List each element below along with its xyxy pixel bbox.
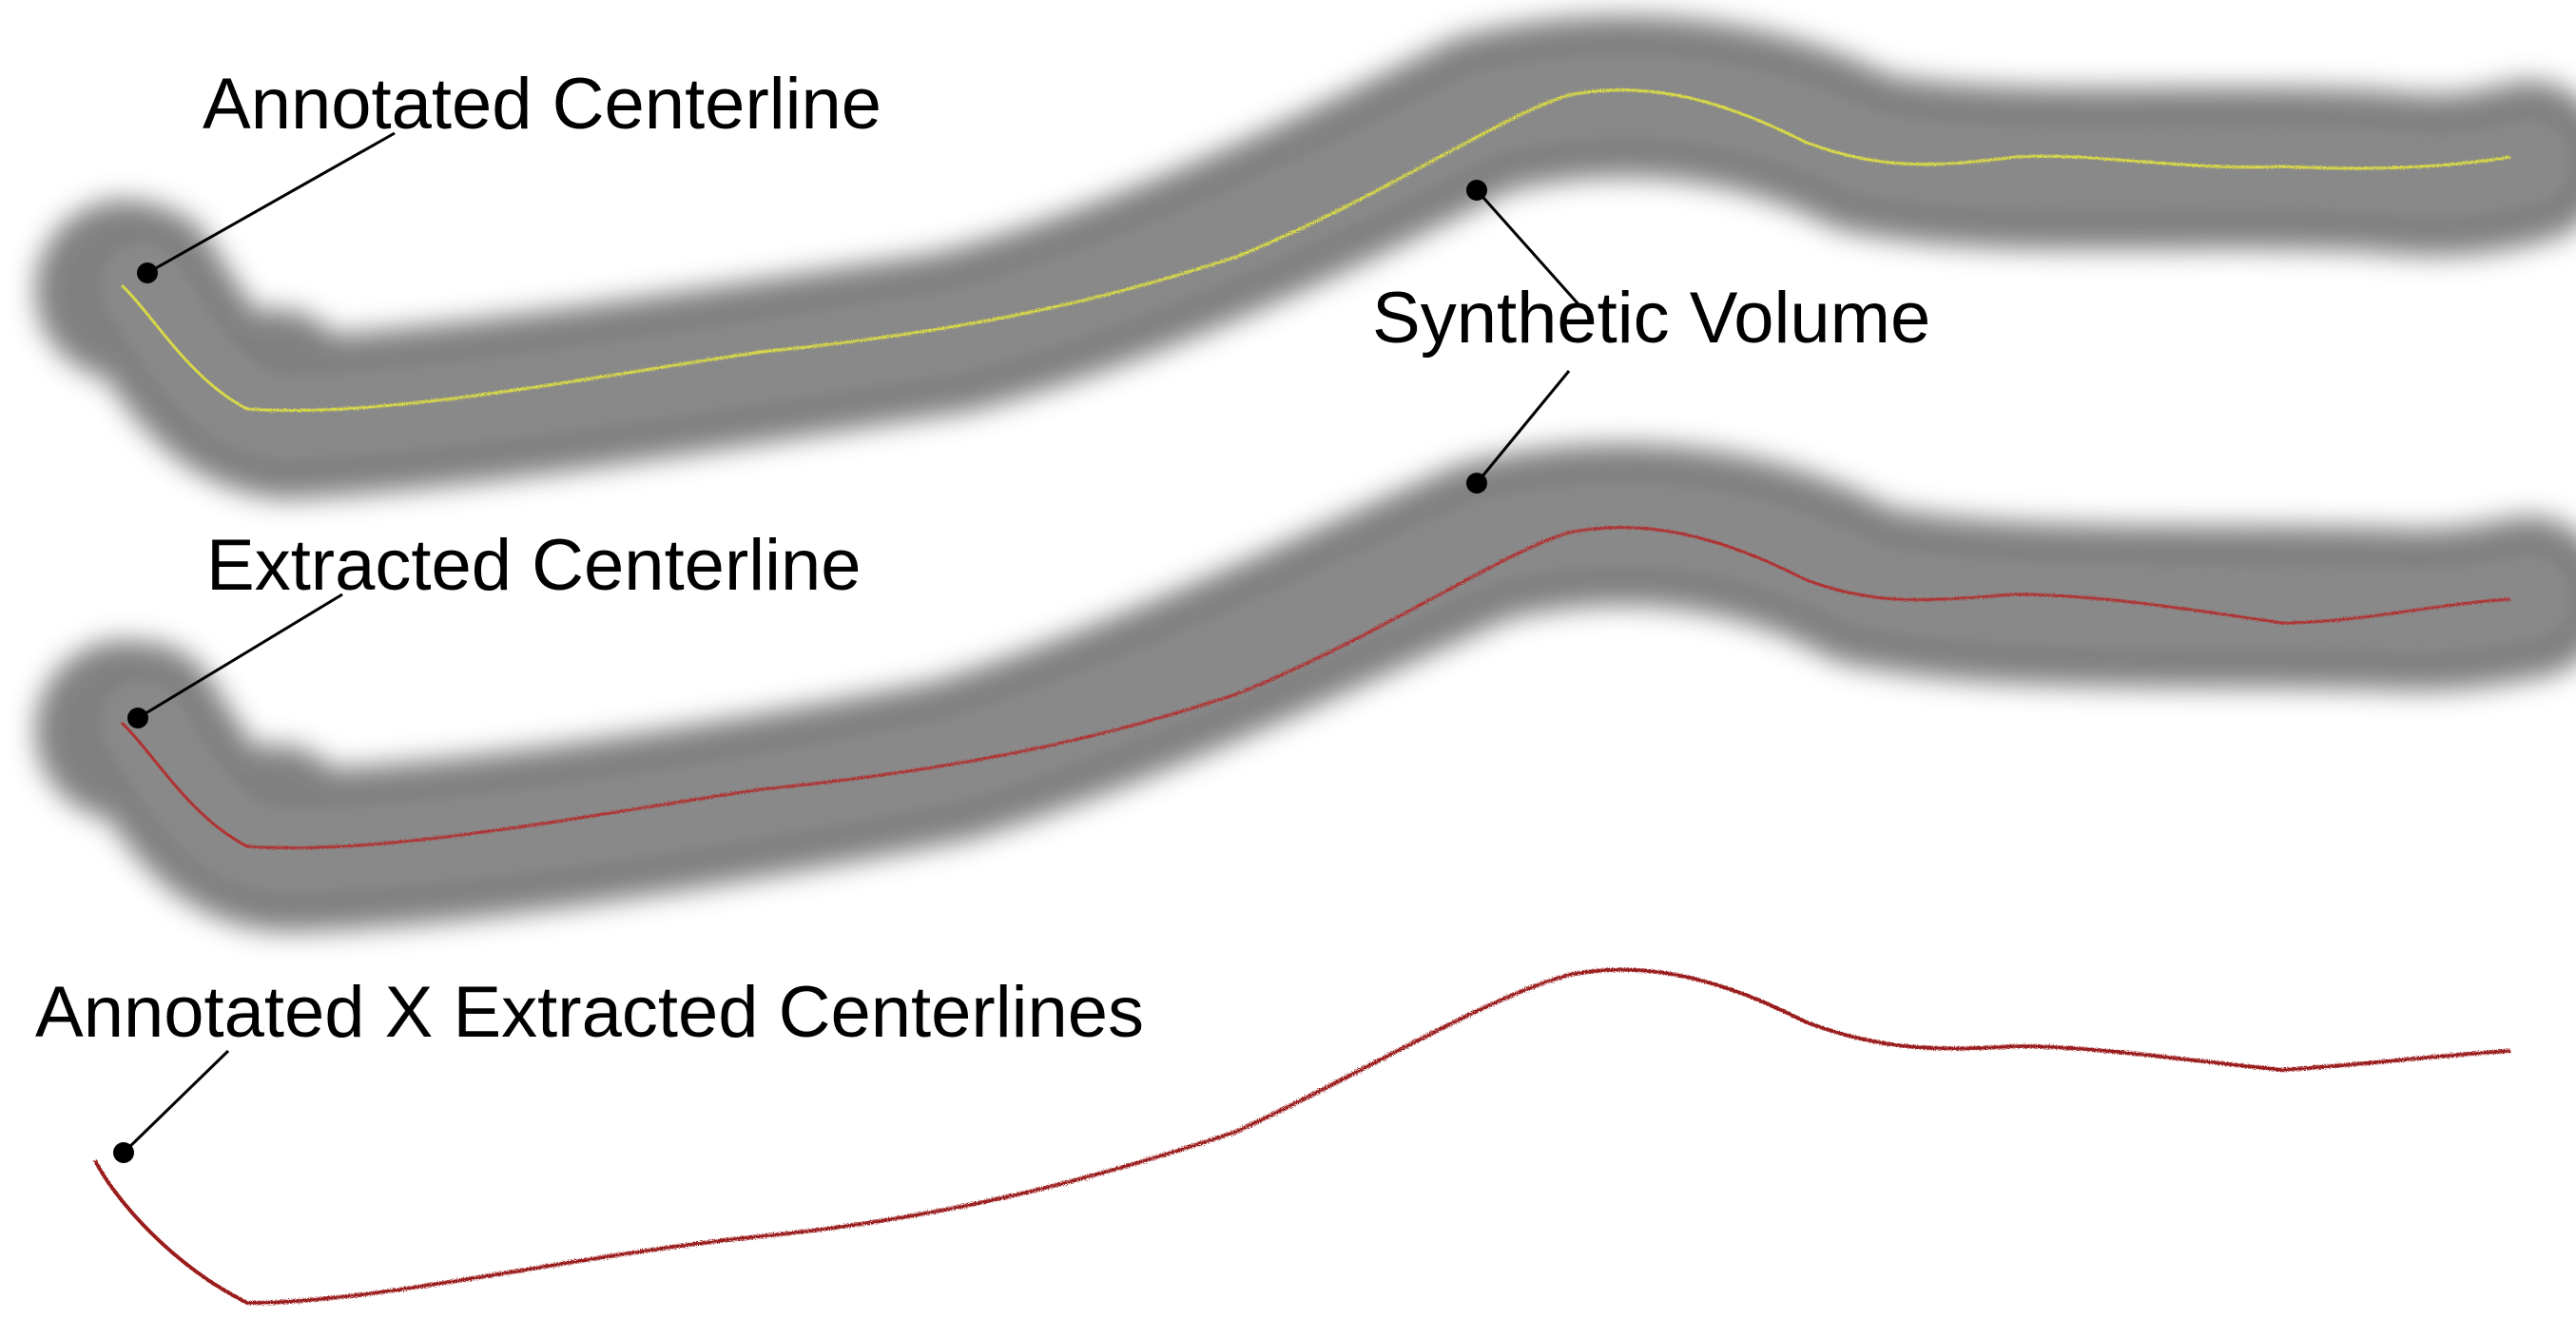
- extracted-centerline: [120, 526, 2511, 850]
- label-extracted-centerline: Extracted Centerline: [206, 525, 862, 606]
- annotated-centerline: [120, 88, 2511, 413]
- marker-dot-synthetic-bottom: [1466, 473, 1487, 494]
- marker-dots: [113, 180, 1487, 1163]
- leader-lines: [122, 131, 1580, 1155]
- synthetic-volume-extracted: [35, 443, 2576, 932]
- leader-line-extracted: [137, 592, 343, 720]
- label-overlay-centerlines: Annotated X Extracted Centerlines: [35, 972, 1144, 1053]
- label-annotated-centerline: Annotated Centerline: [203, 64, 881, 145]
- marker-dot-synthetic-top: [1466, 180, 1487, 201]
- synthetic-volume-annotated: [35, 15, 2576, 499]
- marker-dot-extracted: [127, 708, 148, 728]
- label-synthetic-volume: Synthetic Volume: [1372, 278, 1930, 359]
- marker-dot-overlay: [113, 1142, 134, 1163]
- leader-line-annotated: [146, 131, 396, 275]
- leader-line-overlay: [122, 1049, 230, 1155]
- leader-line-synthetic-bottom: [1475, 370, 1571, 484]
- overlay-centerlines: [93, 967, 2511, 1306]
- leader-line-synthetic-top: [1475, 189, 1580, 305]
- marker-dot-annotated: [137, 262, 158, 283]
